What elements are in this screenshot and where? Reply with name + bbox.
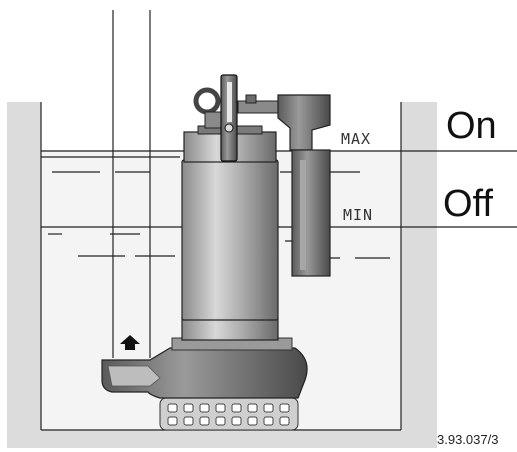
pump-volute [101, 347, 308, 399]
on-label: On [446, 105, 497, 147]
tank-floor [7, 430, 437, 448]
discharge-pipe [112, 10, 151, 358]
pump-lower-collar [181, 317, 279, 341]
pump-strainer [159, 397, 299, 431]
tank-wall-left [7, 102, 41, 448]
min-label: MIN [343, 206, 373, 224]
strainer-slots [167, 403, 290, 426]
reference-code: 3.93.037/3 [437, 432, 498, 447]
switch-arm [237, 100, 279, 114]
pump-motor-body [181, 159, 279, 321]
clamp-bolt [224, 123, 234, 133]
lifting-ring [193, 87, 221, 115]
max-label: MAX [341, 130, 371, 148]
volute-highlight [107, 365, 161, 387]
cable-clamp-plate [227, 82, 232, 122]
off-label: Off [443, 183, 493, 225]
float-switch-housing [277, 94, 331, 151]
pump [101, 74, 331, 431]
discharge-arrow-icon [120, 335, 140, 350]
float-switch-highlight [300, 160, 306, 270]
tank-wall-right [401, 102, 437, 448]
float-switch-body [291, 149, 331, 277]
switch-arm-bolt [245, 94, 257, 104]
